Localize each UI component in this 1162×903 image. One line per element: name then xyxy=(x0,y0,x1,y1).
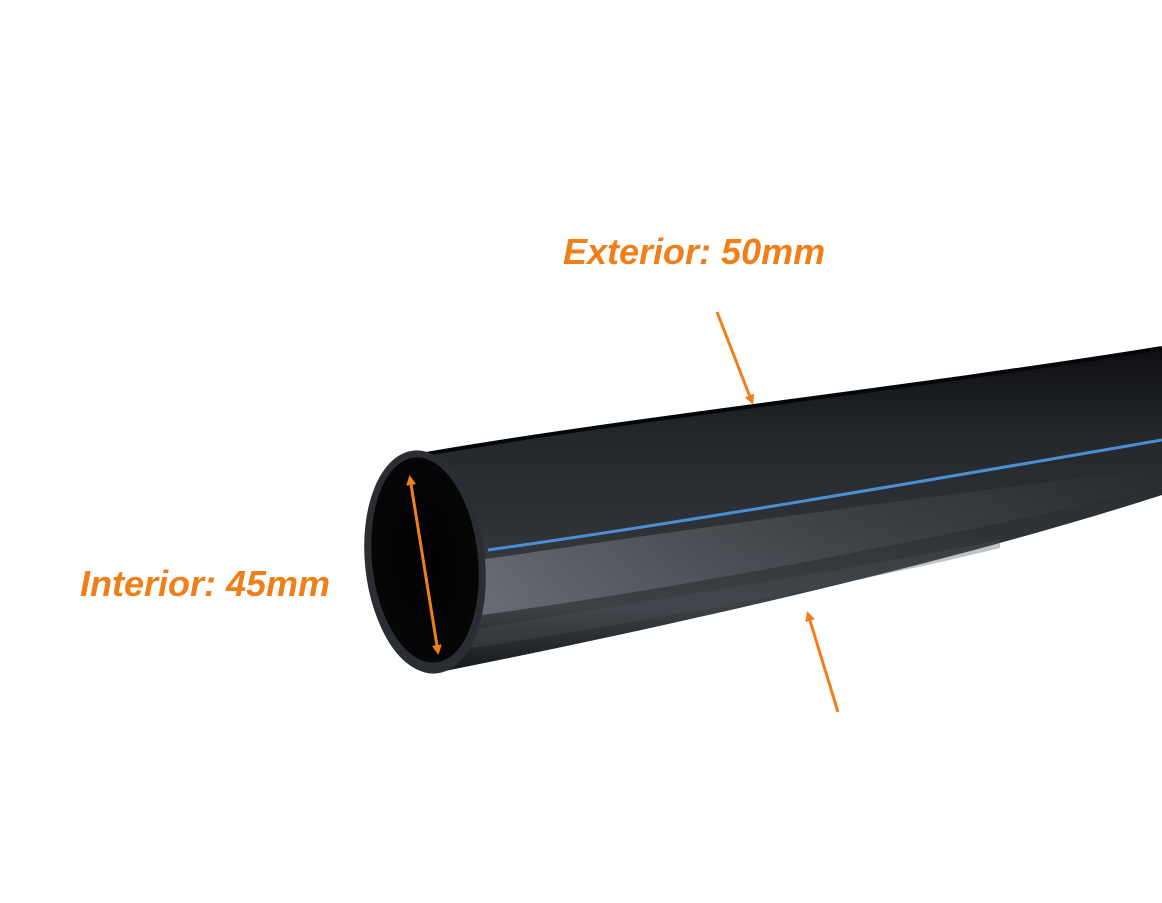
exterior-arrow-top xyxy=(715,311,755,405)
interior-diameter-label: Interior: 45mm xyxy=(80,563,331,604)
pipe-blue-stripe xyxy=(487,438,1162,552)
exterior-arrow-bottom xyxy=(805,611,840,713)
pipe-highlight xyxy=(480,468,1162,615)
interior-double-arrow xyxy=(406,475,442,655)
pipe-top-edge xyxy=(419,346,1162,457)
pipe-highlight-lower xyxy=(470,540,1000,648)
exterior-diameter-label: Exterior: 50mm xyxy=(563,231,826,272)
